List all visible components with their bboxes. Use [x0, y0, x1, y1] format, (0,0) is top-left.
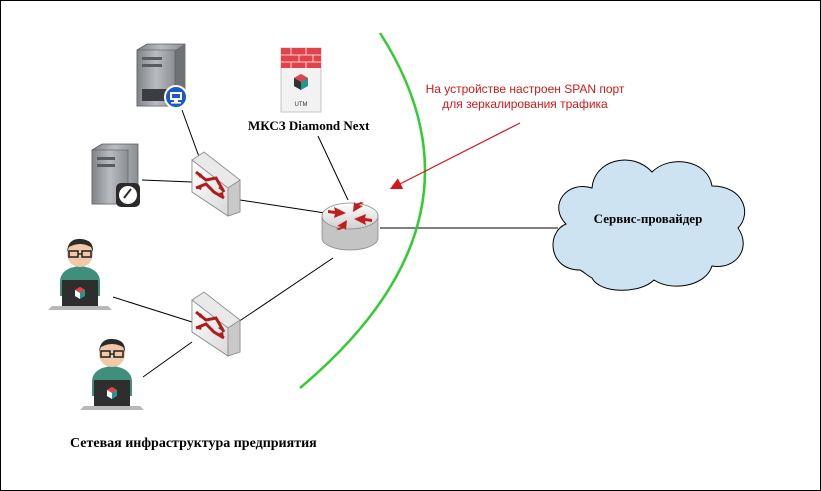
cloud-icon: [552, 159, 746, 291]
span-port-annotation: На устройстве настроен SPAN порт для зер…: [405, 82, 645, 112]
link-server2-switch1: [141, 179, 193, 183]
router-icon: [321, 202, 379, 251]
user-workstation-icon: [80, 338, 144, 410]
disk-badge-icon: [116, 183, 140, 207]
link-utm-router: [317, 135, 349, 201]
link-user2-switch2: [142, 341, 193, 378]
diagram-footer-title: Сетевая инфраструктура предприятия: [70, 436, 317, 451]
annotation-line-1: На устройстве настроен SPAN порт: [425, 82, 625, 96]
utm-label: МКСЗ Diamond Next: [248, 118, 370, 133]
annotation-arrow: [389, 122, 521, 190]
link-router-switch2: [237, 257, 334, 323]
cloud-label: Сервис-провайдер: [593, 211, 703, 226]
user-workstation-icon: [48, 238, 112, 310]
switch-icon: [191, 291, 241, 357]
utm-badge-text: UTM: [295, 102, 308, 108]
link-switch1-router: [239, 199, 326, 214]
utm-firewall-icon: UTM: [280, 47, 322, 113]
monitor-badge-icon: [164, 85, 188, 109]
perimeter-boundary-arc: [299, 32, 427, 389]
annotation-line-2: для зеркалирования трафика: [442, 97, 608, 111]
switch-icon: [191, 151, 241, 217]
link-user1-switch2: [112, 296, 193, 323]
